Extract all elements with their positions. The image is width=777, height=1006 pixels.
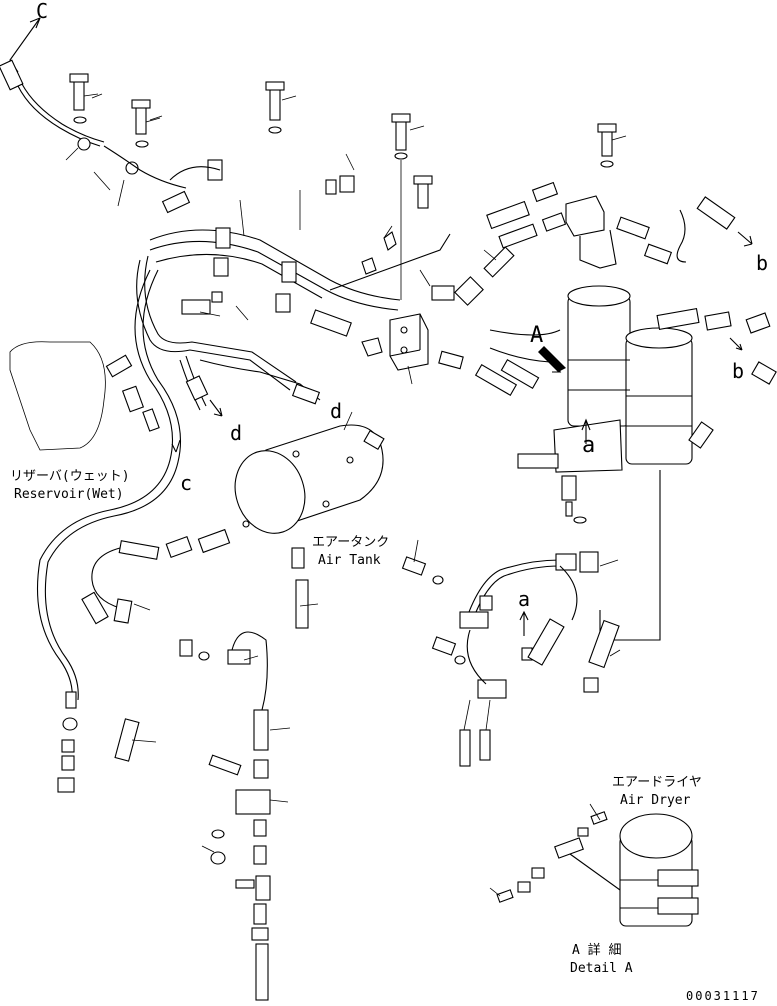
label-detail-en: Detail A bbox=[570, 961, 633, 976]
callout-d-upper: d bbox=[330, 399, 342, 423]
callout-b-upper: b bbox=[756, 251, 768, 275]
left-hoses bbox=[9, 269, 321, 701]
right-fittings bbox=[486, 123, 753, 269]
label-air-tank-jp: エアータンク bbox=[312, 535, 389, 550]
label-reservoir-jp: リザーバ(ウェット) bbox=[10, 469, 130, 484]
lower-central-fittings bbox=[401, 551, 620, 767]
label-air-dryer-jp: エアードライヤ bbox=[612, 775, 702, 790]
air-tank bbox=[81, 411, 385, 629]
callout-a-lower-case: a bbox=[582, 433, 595, 458]
air-dryer-main bbox=[474, 285, 777, 641]
label-reservoir-en: Reservoir(Wet) bbox=[14, 487, 124, 502]
callout-c-upper: C bbox=[36, 0, 48, 23]
label-detail-jp: A 詳 細 bbox=[572, 942, 621, 958]
label-air-tank-en: Air Tank bbox=[318, 553, 381, 568]
lower-left-fittings bbox=[57, 631, 271, 1001]
callout-leaders bbox=[91, 93, 627, 897]
part-number: 00031117 bbox=[686, 989, 760, 1003]
central-tube-bundle bbox=[136, 81, 515, 391]
label-air-dryer-en: Air Dryer bbox=[620, 793, 691, 808]
callout-d-lower: d bbox=[230, 421, 242, 445]
callout-a-arrow: a bbox=[518, 587, 530, 611]
mounting-block bbox=[389, 313, 464, 385]
callout-a-upper: A bbox=[530, 323, 543, 348]
callout-c-lower: c bbox=[180, 471, 192, 495]
callout-b-right: b bbox=[732, 359, 744, 383]
upper-left-hose-assembly bbox=[0, 17, 187, 207]
detail-a-dryer bbox=[496, 811, 699, 927]
